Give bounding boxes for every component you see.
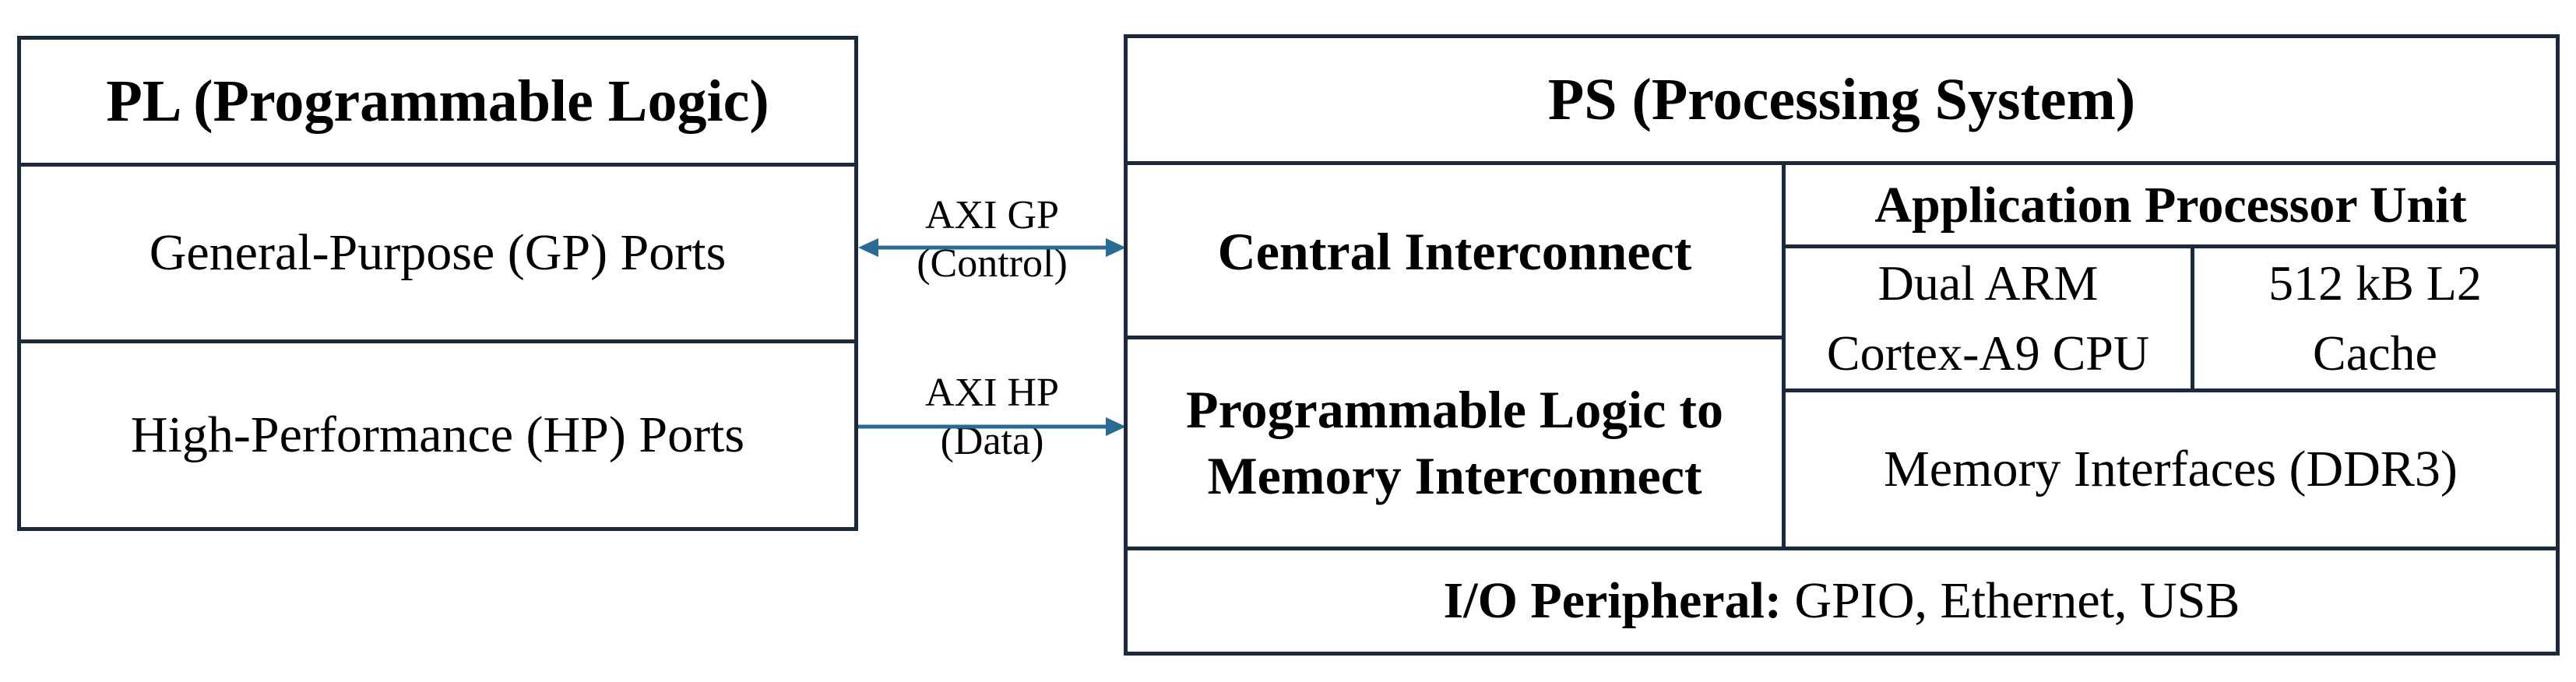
- axi-hp-name: AXI HP: [925, 371, 1059, 415]
- pl-title-divider: [21, 163, 854, 167]
- ps-title: PS (Processing System): [1547, 66, 2136, 132]
- io-divider: [1128, 547, 2556, 550]
- ps-title-divider: [1128, 161, 2556, 165]
- ps-block: PS (Processing System) Central Interconn…: [1124, 34, 2560, 656]
- cpu-line1: Dual ARM: [1877, 255, 2099, 311]
- pl-memory-interconnect: Programmable Logic to Memory Interconnec…: [1128, 339, 1782, 547]
- ps-column-divider: [1782, 161, 1786, 550]
- cache-line2: Cache: [2313, 325, 2437, 381]
- pl-block: PL (Programmable Logic) General-Purpose …: [17, 36, 858, 531]
- interconnect-divider: [1128, 336, 1783, 339]
- apu-cell-divider: [2191, 244, 2194, 388]
- hp-ports: High-Performance (HP) Ports: [130, 406, 745, 463]
- io-peripheral: I/O Peripheral: GPIO, Ethernet, USB: [1128, 550, 2556, 652]
- cpu-cell: Dual ARM Cortex-A9 CPU: [1786, 248, 2191, 388]
- memory-interfaces: Memory Interfaces (DDR3): [1884, 441, 2458, 497]
- cache-line1: 512 kB L2: [2268, 255, 2482, 311]
- axi-gp-name: AXI GP: [925, 193, 1059, 237]
- axi-hp-arrow: [858, 417, 1126, 436]
- apu-bottom-divider: [1786, 388, 2556, 392]
- pl-title: PL (Programmable Logic): [106, 68, 769, 134]
- central-interconnect: Central Interconnect: [1217, 221, 1692, 281]
- pl-memory-interconnect-line2: Memory Interconnect: [1207, 446, 1702, 505]
- apu-title: Application Processor Unit: [1874, 177, 2467, 234]
- pl-ports-divider: [21, 339, 854, 343]
- io-peripheral-list: GPIO, Ethernet, USB: [1781, 572, 2240, 629]
- gp-ports: General-Purpose (GP) Ports: [149, 224, 727, 281]
- apu-title-divider: [1786, 244, 2556, 248]
- io-peripheral-label: I/O Peripheral:: [1443, 572, 1782, 629]
- axi-gp-arrow: [858, 238, 1126, 257]
- cpu-line2: Cortex-A9 CPU: [1826, 325, 2150, 381]
- pl-memory-interconnect-line1: Programmable Logic to: [1186, 380, 1723, 439]
- l2-cache-cell: 512 kB L2 Cache: [2194, 248, 2556, 388]
